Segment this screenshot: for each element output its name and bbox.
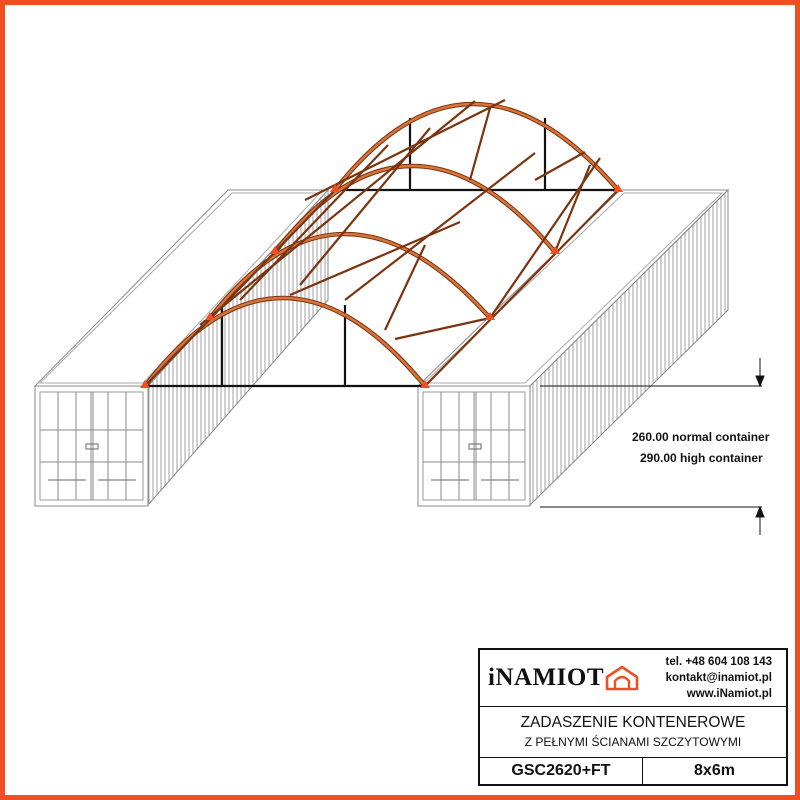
left-container <box>33 188 330 507</box>
roof-arches <box>142 101 621 389</box>
drawing-title: ZADASZENIE KONTENEROWE <box>520 714 746 731</box>
company-logo: iNAMIOT <box>488 664 604 691</box>
phone-number: tel. +48 604 108 143 <box>665 656 772 668</box>
model-number: GSC2620+FT <box>480 758 643 784</box>
roof-braces <box>144 99 619 387</box>
title-block-specs: GSC2620+FT 8x6m <box>480 758 786 784</box>
drawing-subtitle: Z PEŁNYMI ŚCIANAMI SZCZYTOWYMI <box>524 735 742 749</box>
contact-info: tel. +48 604 108 143 kontakt@inamiot.pl … <box>666 654 772 702</box>
title-block-header: iNAMIOT tel. +48 604 108 143 kontakt@ina… <box>480 650 786 707</box>
email-address: kontakt@inamiot.pl <box>665 672 772 684</box>
dimension-normal-container: 260.00 normal container <box>632 430 770 444</box>
title-block-description: ZADASZENIE KONTENEROWE Z PEŁNYMI ŚCIANAM… <box>480 707 786 758</box>
height-dimension <box>540 358 765 535</box>
website: www.iNamiot.pl <box>686 688 772 700</box>
right-container <box>416 188 730 507</box>
title-block: iNAMIOT tel. +48 604 108 143 kontakt@ina… <box>478 648 788 786</box>
house-tent-icon <box>605 665 639 691</box>
arch-foot-plates <box>140 184 623 388</box>
shelter-size: 8x6m <box>694 762 735 779</box>
dimension-high-container: 290.00 high container <box>640 451 763 465</box>
gable-frame <box>148 118 615 388</box>
